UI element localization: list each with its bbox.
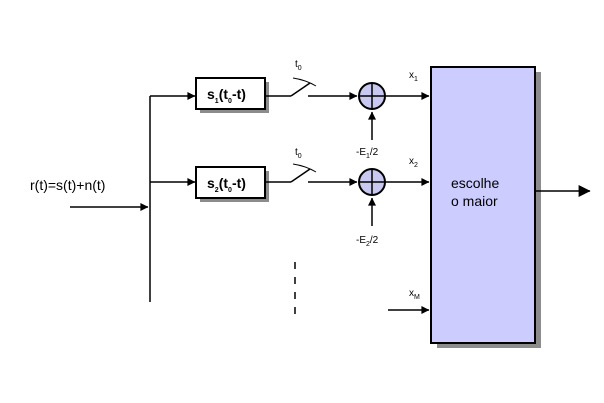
last-input-label: xM [409, 288, 420, 301]
input-label: r(t)=s(t)+n(t) [30, 177, 105, 193]
matched-filter-2 [195, 166, 266, 199]
sampler-1-arc [292, 77, 317, 87]
bias-2-label: -E2/2 [356, 235, 379, 248]
sampler-2-arc [292, 163, 317, 173]
output-2-label: x2 [409, 156, 418, 169]
filter-2-label: s2(t0-t) [207, 175, 246, 194]
selector-label-line1: escolhe [451, 175, 499, 191]
sampler-2-label: t0 [295, 147, 302, 160]
sampler-1-label: t0 [295, 59, 302, 72]
bias-1-label: -E1/2 [356, 147, 379, 160]
branch-2: s2(t0-t) t0 -E2/2 x2 [150, 147, 430, 248]
output-1-label: x1 [409, 70, 418, 83]
filter-1-label: s1(t0-t) [207, 86, 246, 105]
sampler-2-switch [290, 168, 311, 183]
max-selector-block [430, 66, 536, 344]
selector-label-line2: o maior [451, 193, 498, 209]
sampler-1-switch [290, 82, 311, 97]
matched-filter-1 [195, 77, 266, 110]
branch-1: s1(t0-t) t0 -E1/2 x1 [150, 59, 430, 160]
